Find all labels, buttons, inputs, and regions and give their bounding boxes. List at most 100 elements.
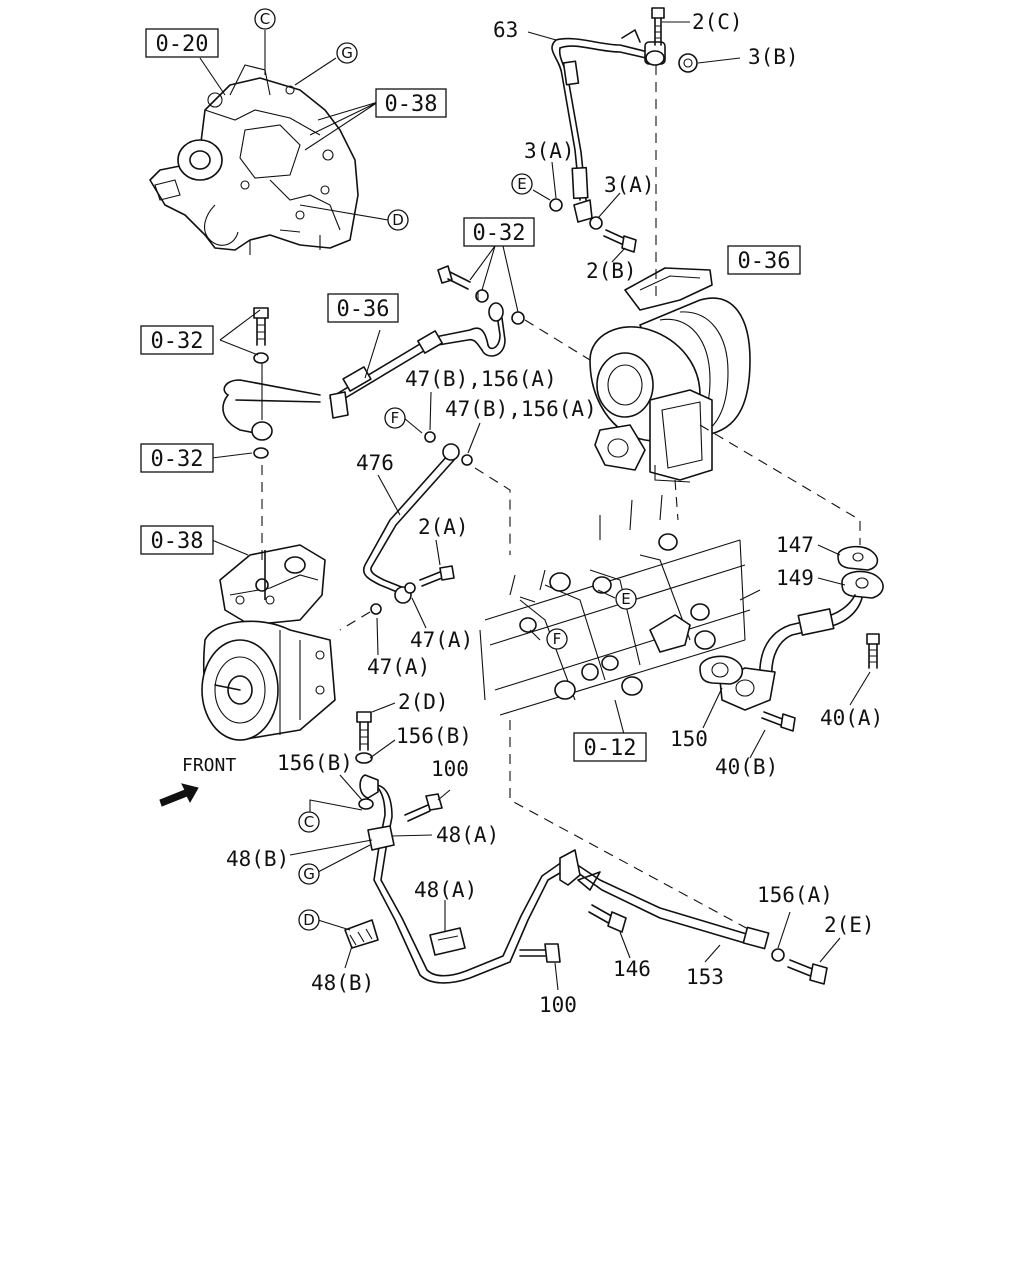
oil-feed-pipe-63 bbox=[551, 29, 666, 223]
label-2d: 2(D) bbox=[398, 690, 449, 714]
label-147: 147 bbox=[776, 533, 814, 557]
label-156a: 156(A) bbox=[757, 883, 833, 907]
label-149: 149 bbox=[776, 566, 814, 590]
svg-text:0-38: 0-38 bbox=[385, 92, 438, 117]
clip-48b-upper bbox=[367, 825, 395, 851]
label-63: 63 bbox=[493, 18, 518, 42]
label-146: 146 bbox=[613, 957, 651, 981]
engine-front-housing bbox=[149, 64, 359, 255]
svg-text:0-32: 0-32 bbox=[151, 329, 204, 354]
label-48a-2: 48(A) bbox=[414, 878, 477, 902]
label-2c: 2(C) bbox=[692, 10, 743, 34]
label-47a-2: 47(A) bbox=[367, 655, 430, 679]
front-label: FRONT bbox=[182, 755, 236, 776]
pipe-476 bbox=[362, 431, 473, 615]
label-40b: 40(B) bbox=[715, 755, 778, 779]
turbocharger bbox=[589, 267, 751, 483]
washer-156b bbox=[358, 798, 374, 810]
svg-text:G: G bbox=[303, 865, 315, 883]
label-48a-1: 48(A) bbox=[436, 823, 499, 847]
washer-3a-left bbox=[549, 198, 563, 212]
part-labels: 63 2(C) 3(B) 3(A) 3(A) 2(B) 47(B),156(A)… bbox=[182, 10, 883, 1017]
air-compressor bbox=[201, 544, 336, 741]
marker-d-top: D bbox=[387, 209, 409, 231]
clip-48b-lower bbox=[344, 919, 379, 949]
bolt-100-upper bbox=[404, 793, 443, 822]
bolt-100-lower bbox=[519, 943, 561, 963]
washer-156a bbox=[771, 948, 785, 962]
label-100-2: 100 bbox=[539, 993, 577, 1017]
bolt-40b bbox=[761, 711, 796, 732]
label-156b-2: 156(B) bbox=[277, 751, 353, 775]
svg-text:0-32: 0-32 bbox=[473, 221, 526, 246]
leader-lines bbox=[199, 21, 871, 991]
label-156b-1: 156(B) bbox=[396, 724, 472, 748]
washer-3a-right bbox=[589, 216, 603, 230]
marker-g-low: G bbox=[298, 863, 320, 885]
svg-text:E: E bbox=[621, 590, 630, 608]
label-3a-1: 3(A) bbox=[524, 139, 575, 163]
label-40a: 40(A) bbox=[820, 706, 883, 730]
marker-f-mid: F bbox=[384, 407, 406, 429]
svg-text:0-12: 0-12 bbox=[584, 736, 637, 761]
oil-pipe-153 bbox=[359, 774, 770, 984]
ref-box-0-36-turbo: 0-36 bbox=[727, 245, 801, 275]
ref-box-0-32-left: 0-32 bbox=[140, 325, 214, 355]
bolt-2d bbox=[355, 711, 373, 764]
marker-d-low: D bbox=[298, 909, 320, 931]
bolt-2e bbox=[787, 959, 828, 985]
svg-text:F: F bbox=[553, 630, 562, 648]
label-47a-1: 47(A) bbox=[410, 628, 473, 652]
bolt-compressor-0-32 bbox=[253, 307, 269, 459]
bolt-2b bbox=[603, 229, 637, 253]
svg-text:0-36: 0-36 bbox=[738, 249, 791, 274]
label-150: 150 bbox=[670, 727, 708, 751]
bolt-2c bbox=[651, 7, 665, 46]
bolt-2a bbox=[419, 565, 455, 587]
washer-3b bbox=[678, 53, 698, 73]
svg-text:0-36: 0-36 bbox=[337, 297, 390, 322]
label-100-1: 100 bbox=[431, 757, 469, 781]
label-3a-2: 3(A) bbox=[604, 173, 655, 197]
svg-text:C: C bbox=[304, 813, 314, 831]
ref-box-0-20: 0-20 bbox=[145, 28, 219, 58]
marker-e-mid: E bbox=[511, 173, 533, 195]
svg-text:D: D bbox=[303, 911, 315, 929]
bolt-146 bbox=[588, 904, 627, 933]
label-2b: 2(B) bbox=[586, 259, 637, 283]
engine-block bbox=[479, 494, 751, 716]
label-47b-156a-2: 47(B),156(A) bbox=[445, 397, 597, 421]
label-153: 153 bbox=[686, 965, 724, 989]
label-47b-156a-1: 47(B),156(A) bbox=[405, 367, 557, 391]
ref-box-0-36-pipe: 0-36 bbox=[327, 293, 399, 323]
marker-c-top: C bbox=[254, 8, 276, 30]
svg-text:C: C bbox=[260, 10, 270, 28]
ref-box-0-38-top: 0-38 bbox=[375, 88, 447, 118]
clip-48a-lower bbox=[429, 927, 466, 956]
ref-box-0-32-middle: 0-32 bbox=[140, 443, 214, 473]
ref-box-0-12: 0-12 bbox=[573, 732, 647, 762]
ref-box-0-32-top: 0-32 bbox=[463, 217, 535, 247]
bolt-40a bbox=[866, 633, 880, 669]
oil-return-pipe-149 bbox=[699, 545, 884, 711]
marker-c-low: C bbox=[298, 811, 320, 833]
svg-text:0-32: 0-32 bbox=[151, 447, 204, 472]
label-3b: 3(B) bbox=[748, 45, 799, 69]
ref-box-0-38-compressor: 0-38 bbox=[140, 525, 214, 555]
air-pipe-0-36 bbox=[222, 302, 506, 441]
label-476: 476 bbox=[356, 451, 394, 475]
svg-text:D: D bbox=[392, 211, 404, 229]
marker-g-top: G bbox=[336, 42, 358, 64]
svg-text:0-20: 0-20 bbox=[156, 32, 209, 57]
label-48b-2: 48(B) bbox=[311, 971, 374, 995]
svg-text:G: G bbox=[341, 44, 353, 62]
svg-text:E: E bbox=[517, 175, 526, 193]
label-2a: 2(A) bbox=[418, 515, 469, 539]
bolt-top-0-32 bbox=[437, 265, 525, 325]
label-48b-1: 48(B) bbox=[226, 847, 289, 871]
front-arrow-icon bbox=[159, 783, 199, 807]
marker-f-block: F bbox=[546, 628, 568, 650]
assembly-lines bbox=[261, 65, 861, 931]
svg-text:0-38: 0-38 bbox=[151, 529, 204, 554]
